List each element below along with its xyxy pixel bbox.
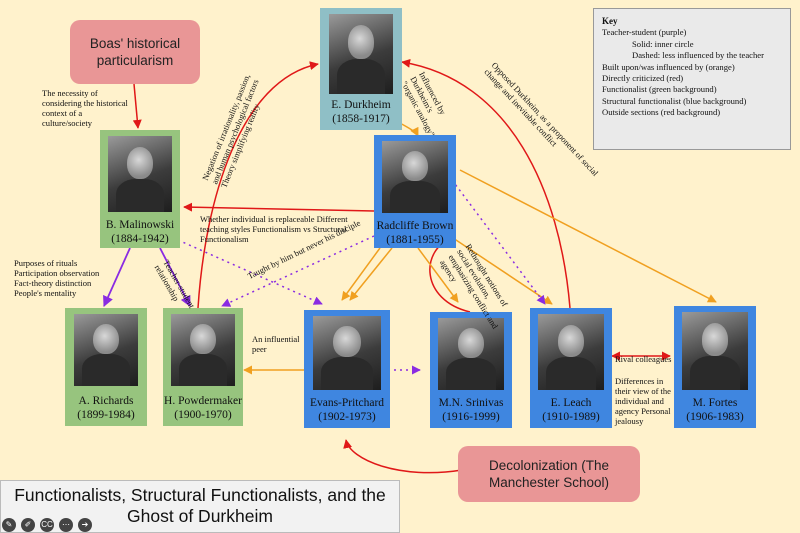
- arrow-radcliffe-to-srinivas: [417, 247, 459, 303]
- arrow-leach-to-durkheim: [401, 58, 571, 309]
- key-line-outside: Outside sections (red background): [602, 107, 721, 118]
- portrait-durkheim: [329, 14, 393, 94]
- note-boas-context: The necessity of considering the histori…: [42, 88, 128, 128]
- name-malinowski: B. Malinowski: [105, 219, 175, 231]
- name-srinivas: M.N. Srinivas: [438, 397, 504, 409]
- decolonization-label: Decolonization (The Manchester School): [488, 458, 610, 490]
- more-icon[interactable]: ⋯: [59, 518, 73, 532]
- portrait-srinivas: [438, 318, 504, 390]
- years-fortes: (1906-1983): [686, 411, 744, 423]
- key-line-influence: Built upon/was influenced by (orange): [602, 61, 735, 72]
- legend-key: Key Teacher-student (purple) Solid: inne…: [593, 8, 791, 150]
- next-icon[interactable]: ➔: [78, 518, 92, 532]
- arrow-radcliffe-to-evanspritchard-2: [341, 247, 381, 301]
- captions-icon[interactable]: CC: [40, 518, 54, 532]
- key-line-dashed: Dashed: less influenced by the teacher: [632, 50, 764, 61]
- key-line-criticized: Directly criticized (red): [602, 73, 684, 84]
- portrait-evans-pritchard: [313, 316, 381, 390]
- arrow-radcliffe-to-malinowski: [183, 202, 375, 212]
- arrow-radcliffe-to-evanspritchard-1: [349, 247, 393, 301]
- arrow-malinowski-to-powdermaker: [159, 247, 191, 307]
- note-differences: Differences in their view of the individ…: [615, 376, 671, 426]
- key-line-functionalist: Functionalist (green background): [602, 84, 717, 95]
- person-fortes: M. Fortes (1906-1983): [674, 306, 756, 428]
- key-line-teacher-student: Teacher-student (purple): [602, 27, 687, 38]
- outside-decolonization: Decolonization (The Manchester School): [458, 446, 640, 502]
- note-influential-peer: An influential peer: [252, 334, 300, 354]
- arrow-decolonization-to-evanspritchard: [343, 439, 463, 474]
- years-leach: (1910-1989): [542, 411, 600, 423]
- note-rival: Rival colleagues: [615, 354, 672, 364]
- person-richards: A. Richards (1899-1984): [65, 308, 147, 426]
- arrow-boas-to-malinowski: [132, 83, 142, 129]
- years-durkheim: (1858-1917): [332, 113, 390, 125]
- portrait-radcliffe-brown: [382, 141, 448, 213]
- name-leach: E. Leach: [550, 397, 592, 409]
- player-controls: ✎ ✐ CC ⋯ ➔: [0, 517, 92, 533]
- key-line-structural: Structural functionalist (blue backgroun…: [602, 95, 747, 106]
- arrow-radcliffe-to-leach: [449, 235, 553, 305]
- name-radcliffe-brown: Radcliffe Brown: [376, 220, 454, 232]
- note-replaceable: Whether individual is replaceable Differ…: [200, 214, 348, 244]
- pen-icon[interactable]: ✐: [21, 518, 35, 532]
- name-durkheim: E. Durkheim: [331, 99, 391, 111]
- name-richards: A. Richards: [78, 395, 134, 407]
- note-purposes: Purposes of rituals Participation observ…: [14, 258, 100, 298]
- boas-label: Boas' historical particularism: [89, 36, 181, 68]
- arrow-powdermaker-to-durkheim: [197, 61, 319, 309]
- name-fortes: M. Fortes: [692, 397, 738, 409]
- key-line-solid: Solid: inner circle: [632, 38, 694, 49]
- arrow-radcliffe-to-powdermaker-dashed: [221, 235, 375, 307]
- years-evans-pritchard: (1902-1973): [318, 411, 376, 423]
- person-powdermaker: H. Powdermaker (1900-1970): [163, 308, 243, 426]
- person-durkheim: E. Durkheim (1858-1917): [320, 8, 402, 130]
- arrow-radcliffe-to-fortes-dashed: [451, 179, 546, 305]
- person-leach: E. Leach (1910-1989): [530, 308, 612, 428]
- outside-boas: Boas' historical particularism: [70, 20, 200, 84]
- person-malinowski: B. Malinowski (1884-1942): [100, 130, 180, 248]
- arrow-malinowski-to-evanspritchard-dashed: [177, 239, 323, 305]
- years-powdermaker: (1900-1970): [174, 409, 232, 421]
- pencil-icon[interactable]: ✎: [2, 518, 16, 532]
- portrait-richards: [74, 314, 138, 386]
- portrait-fortes: [682, 312, 748, 390]
- person-evans-pritchard: Evans-Pritchard (1902-1973): [304, 310, 390, 428]
- portrait-malinowski: [108, 136, 172, 212]
- portrait-powdermaker: [171, 314, 235, 386]
- years-malinowski: (1884-1942): [111, 233, 169, 245]
- portrait-leach: [538, 314, 604, 390]
- key-title: Key: [602, 16, 618, 26]
- name-powdermaker: H. Powdermaker: [164, 395, 242, 407]
- name-evans-pritchard: Evans-Pritchard: [309, 397, 385, 409]
- years-srinivas: (1916-1999): [442, 411, 500, 423]
- years-radcliffe-brown: (1881-1955): [386, 234, 444, 246]
- arrow-malinowski-to-richards: [103, 247, 131, 307]
- years-richards: (1899-1984): [77, 409, 135, 421]
- arrow-radcliffe-to-fortes: [459, 169, 717, 303]
- person-radcliffe-brown: Radcliffe Brown (1881-1955): [374, 135, 456, 248]
- person-srinivas: M.N. Srinivas (1916-1999): [430, 312, 512, 428]
